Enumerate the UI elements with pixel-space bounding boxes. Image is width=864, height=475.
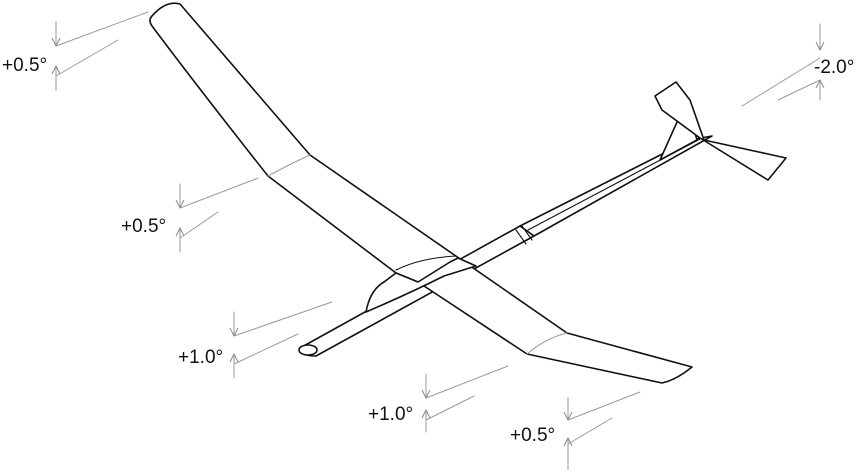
horizontal-stabilizer	[654, 81, 787, 181]
leader-line-lower	[777, 79, 821, 101]
annotation-wing-root-left: +1.0°	[178, 301, 333, 379]
leader-line-lower	[425, 395, 475, 421]
wing	[149, 2, 693, 384]
annotation-label: +0.5°	[510, 425, 555, 446]
leader-line-upper	[55, 11, 149, 47]
arrowhead-lower-icon	[175, 227, 185, 237]
leader-line-upper	[567, 391, 641, 421]
canopy-top	[395, 255, 457, 271]
leader-line-lower	[567, 417, 613, 445]
fuselage-collar-2	[521, 225, 533, 241]
arrowhead-upper-icon	[421, 389, 431, 399]
annotation-label: +1.0°	[368, 404, 413, 425]
leader-line-upper	[425, 365, 509, 399]
annotation-wing-break-right: +0.5°	[510, 391, 641, 471]
annotation-stabilizer: -2.0°	[741, 23, 854, 107]
annotation-wing-break-left: +0.5°	[121, 177, 259, 253]
leader-line-lower	[55, 39, 119, 77]
wing-break-line-left	[267, 154, 311, 177]
annotation-label: +0.5°	[121, 216, 166, 237]
leader-line-upper	[233, 301, 333, 337]
arrowhead-upper-icon	[229, 327, 239, 337]
arrowhead-lower-icon	[563, 437, 573, 447]
fuselage-collar	[515, 229, 527, 245]
canopy-fairing	[365, 257, 477, 313]
annotation-label: -2.0°	[814, 57, 854, 78]
leader-line-lower	[233, 333, 299, 365]
arrowhead-lower-icon	[51, 65, 61, 75]
fuselage-boom	[519, 135, 713, 237]
wing-break-line-right	[526, 332, 568, 355]
arrowhead-upper-icon	[51, 37, 61, 47]
annotation-wing-root-right: +1.0°	[368, 365, 509, 433]
leader-line-upper	[179, 177, 259, 209]
annotation-wingtip-left: +0.5°	[2, 11, 149, 91]
arrowhead-lower-icon	[229, 353, 239, 363]
leader-line-lower	[179, 211, 219, 239]
annotation-label: +1.0°	[178, 347, 223, 368]
fuselage-nose	[298, 344, 318, 356]
annotation-label: +0.5°	[2, 55, 47, 76]
arrowhead-upper-icon	[175, 199, 185, 209]
arrowhead-upper-icon	[815, 41, 825, 51]
glider-outline	[149, 2, 787, 384]
arrowhead-upper-icon	[563, 411, 573, 421]
leader-line-upper	[741, 57, 821, 107]
arrowhead-lower-icon	[815, 79, 825, 89]
arrowhead-lower-icon	[421, 409, 431, 419]
